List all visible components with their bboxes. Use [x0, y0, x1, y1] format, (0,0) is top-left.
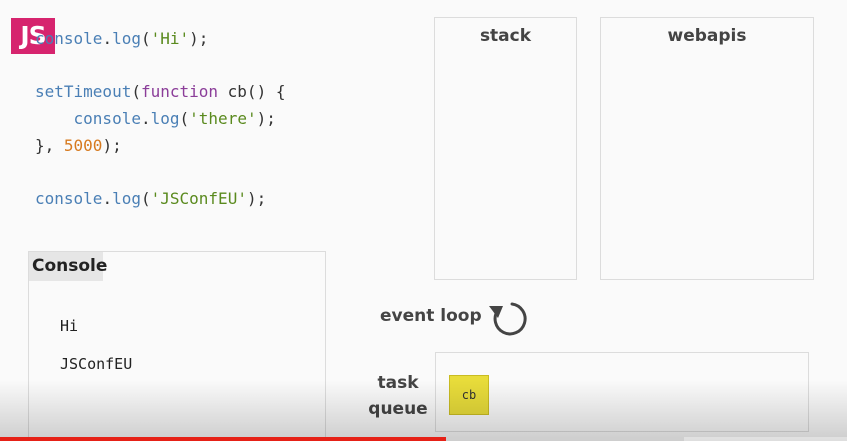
- task-queue-item-cb: cb: [449, 375, 489, 415]
- code-token: cb() {: [218, 82, 286, 102]
- code-token: (: [179, 109, 190, 129]
- code-token: console: [35, 189, 103, 209]
- code-token: .: [102, 29, 113, 48]
- code-token: 'there': [189, 109, 257, 129]
- console-output-line: Hi: [60, 317, 79, 335]
- code-token: 'Hi': [150, 29, 190, 48]
- task-queue-label-line2: queue: [368, 399, 428, 419]
- task-queue-label: task queue: [366, 370, 430, 422]
- code-line: [35, 53, 285, 80]
- console-output-line: JSConfEU: [60, 355, 133, 373]
- code-token: console: [35, 29, 103, 48]
- code-token: .: [140, 109, 151, 129]
- code-token: (: [140, 29, 151, 48]
- video-progress-bar[interactable]: [0, 437, 847, 441]
- console-title: Console: [29, 252, 107, 281]
- code-token: );: [246, 189, 267, 209]
- loop-arrow-icon: [489, 302, 527, 336]
- code-token: log: [112, 189, 141, 209]
- code-token: );: [189, 29, 209, 48]
- code-line: }, 5000);: [35, 133, 285, 160]
- task-queue-panel: cb: [435, 352, 809, 432]
- task-queue-label-line1: task: [377, 373, 419, 393]
- code-token: log: [112, 29, 141, 48]
- event-loop-label: event loop: [380, 306, 482, 326]
- code-token: );: [102, 135, 122, 155]
- video-progress-played: [0, 437, 446, 441]
- console-panel: Console Hi JSConfEU: [28, 251, 326, 441]
- code-token: );: [256, 109, 276, 129]
- code-token: .: [102, 189, 113, 209]
- code-token: },: [35, 135, 64, 155]
- code-line: console.log('there');: [35, 106, 285, 133]
- stack-title: stack: [479, 26, 532, 46]
- code-token: (: [140, 189, 151, 209]
- code-token: 'JSConfEU': [150, 189, 247, 209]
- code-block: console.log('Hi'); setTimeout(function c…: [35, 26, 285, 213]
- code-token: (: [131, 82, 141, 102]
- code-line: console.log('Hi');: [35, 26, 285, 53]
- code-token: function: [140, 82, 219, 102]
- code-token: [35, 109, 74, 128]
- code-token: console: [73, 109, 141, 129]
- webapis-title: webapis: [667, 26, 747, 46]
- code-line: console.log('JSConfEU');: [35, 186, 285, 213]
- code-token: log: [150, 109, 180, 129]
- stack-panel: stack: [434, 17, 577, 280]
- code-token: setTimeout: [35, 82, 132, 102]
- code-line: [35, 160, 285, 187]
- js-logo-badge: JS: [11, 18, 55, 54]
- code-token: 5000: [63, 135, 103, 155]
- code-line: setTimeout(function cb() {: [35, 79, 285, 106]
- webapis-panel: webapis: [600, 17, 814, 280]
